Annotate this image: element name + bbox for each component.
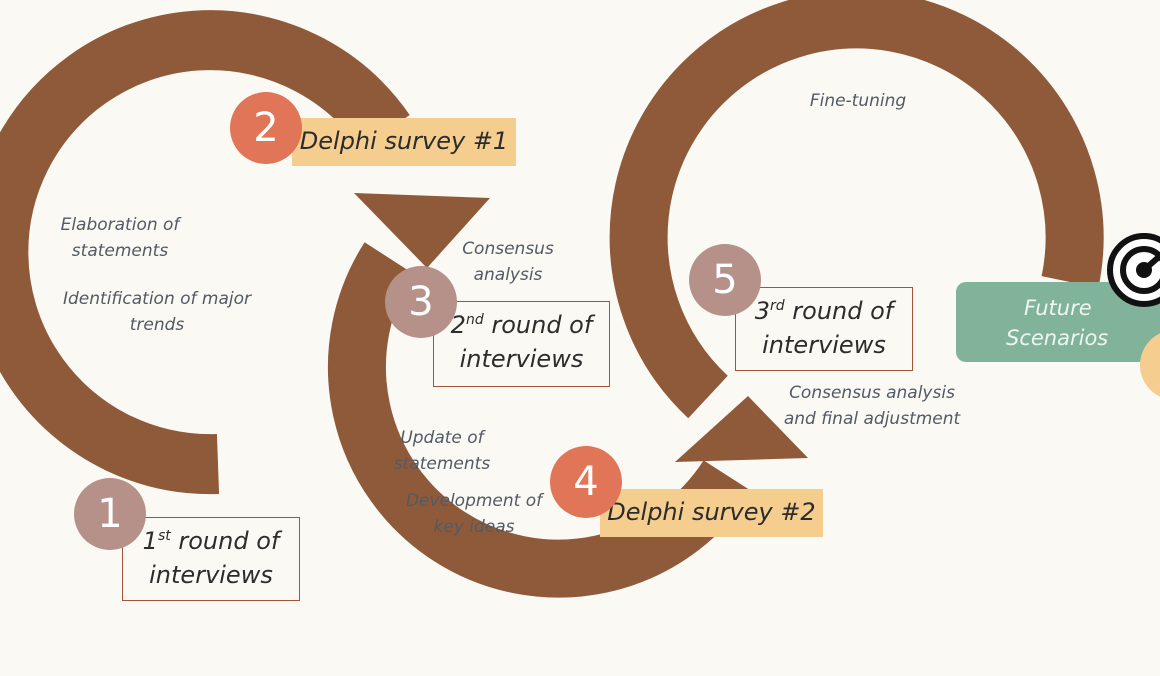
step-1-box: 1st round of interviews: [122, 517, 300, 601]
future-scenarios-box: Future Scenarios: [956, 282, 1160, 362]
step-2-box: Delphi survey #1: [292, 118, 516, 166]
step-1-number: 1: [74, 478, 146, 550]
step-5-number: 5: [689, 244, 761, 316]
step-4-box: Delphi survey #2: [600, 489, 823, 537]
step-4-number: 4: [550, 446, 622, 518]
target-icon: [1107, 233, 1160, 307]
step-3-box: 2nd round of interviews: [433, 301, 610, 387]
step-5-box: 3rd round of interviews: [735, 287, 913, 371]
note-fine-tuning: Fine-tuning: [809, 91, 907, 111]
step-2-number: 2: [230, 92, 302, 164]
loop-3-arrow: [609, 0, 1104, 419]
decorative-circle: [1140, 330, 1160, 400]
loop-1-arrow: [0, 10, 410, 495]
loop-2-arrow: [327, 242, 753, 598]
arrowhead-2: [675, 396, 808, 462]
arrowhead-1: [354, 193, 490, 268]
step-3-number: 3: [385, 266, 457, 338]
